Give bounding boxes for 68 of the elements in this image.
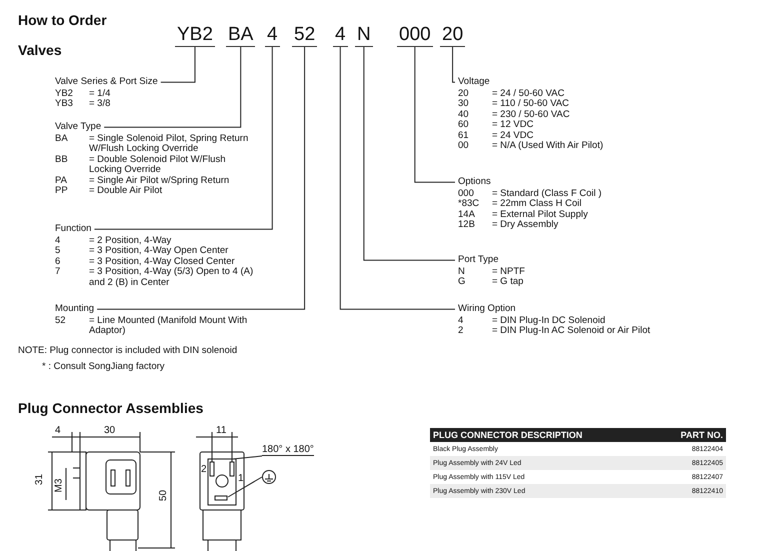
dimension-label: 30 xyxy=(104,425,116,436)
option-text: BB = Double Solenoid Pilot W/Flush Locking Override xyxy=(55,154,227,176)
option-text: 60 = 12 VDC xyxy=(458,120,534,130)
header-cell: PART NO. xyxy=(656,428,726,442)
leader-line xyxy=(228,476,262,498)
option-text: 20 = 24 / 50-60 VAC xyxy=(458,88,566,99)
header-cell: PLUG CONNECTOR DESCRIPTION xyxy=(430,428,656,442)
connector-line xyxy=(414,46,456,183)
dimension-label: 31 xyxy=(34,474,46,486)
option-text: 000 = Standard (Class F Coil ) xyxy=(458,188,603,199)
dimension-label: M3 xyxy=(53,478,64,492)
dimension-label: 2 xyxy=(201,464,207,475)
option-text: 5 = 3 Position, 4-Way Open Center xyxy=(55,246,230,256)
section-heading: Mounting xyxy=(55,304,94,314)
option-text: 7 = 3 Position, 4-Way (5/3) Open to 4 (A) and 2 (B) in Center xyxy=(55,267,254,288)
section-heading: Port Type xyxy=(458,255,498,266)
order-code: 52 xyxy=(292,25,318,47)
option-text: 00 = N/A (Used With Air Pilot) xyxy=(458,141,604,152)
leader-line xyxy=(232,456,262,460)
order-code: 4 xyxy=(265,25,280,47)
section-heading: Wiring Option xyxy=(458,304,516,314)
option-text: YB2 = 1/4 xyxy=(55,88,112,99)
order-code: 4 xyxy=(333,25,348,47)
section-heading: Valve Type xyxy=(55,122,102,132)
order-code: BA xyxy=(226,25,256,47)
order-code: 000 xyxy=(397,25,433,47)
section-heading: Options xyxy=(458,177,491,188)
option-text: *83C = 22mm Class H Coil xyxy=(458,199,582,210)
option-text: PP = Double Air Pilot xyxy=(55,186,164,196)
dimension-label: 11 xyxy=(216,425,226,436)
ground-icon xyxy=(262,470,276,484)
dimension-label: 50 xyxy=(158,490,170,502)
connector-line xyxy=(94,46,273,230)
option-text: 6 = 3 Position, 4-Way Closed Center xyxy=(55,256,236,267)
connector-line xyxy=(452,46,456,83)
section-heading: Valve Series & Port Size xyxy=(55,77,158,88)
option-text: 40 = 230 / 50-60 VAC xyxy=(458,110,571,120)
option-text: BA = Single Solenoid Pilot, Spring Return W/Flush Locking Override xyxy=(55,134,250,154)
option-text: 61 = 24 VDC xyxy=(458,130,534,141)
option-text: 2 = DIN Plug-In AC Solenoid or Air Pilot xyxy=(458,326,652,336)
option-text: 30 = 110 / 50-60 VAC xyxy=(458,99,570,110)
option-text: 12B = Dry Assembly xyxy=(458,220,560,230)
rotation-label: 180° x 180° xyxy=(262,444,314,456)
option-text: G = G tap xyxy=(458,277,524,288)
section-heading: Function xyxy=(55,224,92,234)
section-heading: Voltage xyxy=(458,77,490,88)
option-text: 14A = External Pilot Supply xyxy=(458,210,589,220)
option-text: N = NPTF xyxy=(458,266,526,277)
section-title: Valves xyxy=(18,42,62,58)
dimension-label: 1 xyxy=(238,473,244,484)
connector-line xyxy=(104,46,242,128)
option-text: YB3 = 3/8 xyxy=(55,99,112,110)
option-text: 52 = Line Mounted (Manifold Mount With Adaptor) xyxy=(55,316,248,336)
dimension-label: 4 xyxy=(55,425,61,436)
connector-line xyxy=(363,46,456,261)
order-code: YB2 xyxy=(175,25,215,47)
note-text: * : Consult SongJiang factory xyxy=(42,362,165,372)
order-code: 20 xyxy=(440,25,466,47)
connector-line xyxy=(340,46,456,310)
option-text: 4 = 2 Position, 4-Way xyxy=(55,236,172,246)
section-title: Plug Connector Assemblies xyxy=(18,400,204,416)
option-text: 4 = DIN Plug-In DC Solenoid xyxy=(458,316,606,326)
order-code: N xyxy=(355,25,373,47)
option-text: PA = Single Air Pilot w/Spring Return xyxy=(55,176,230,186)
connector-line xyxy=(96,46,306,310)
note-text: NOTE: Plug connector is included with DIN solenoid xyxy=(18,346,238,356)
connector-line xyxy=(160,46,196,83)
page-title: How to Order xyxy=(18,12,107,28)
